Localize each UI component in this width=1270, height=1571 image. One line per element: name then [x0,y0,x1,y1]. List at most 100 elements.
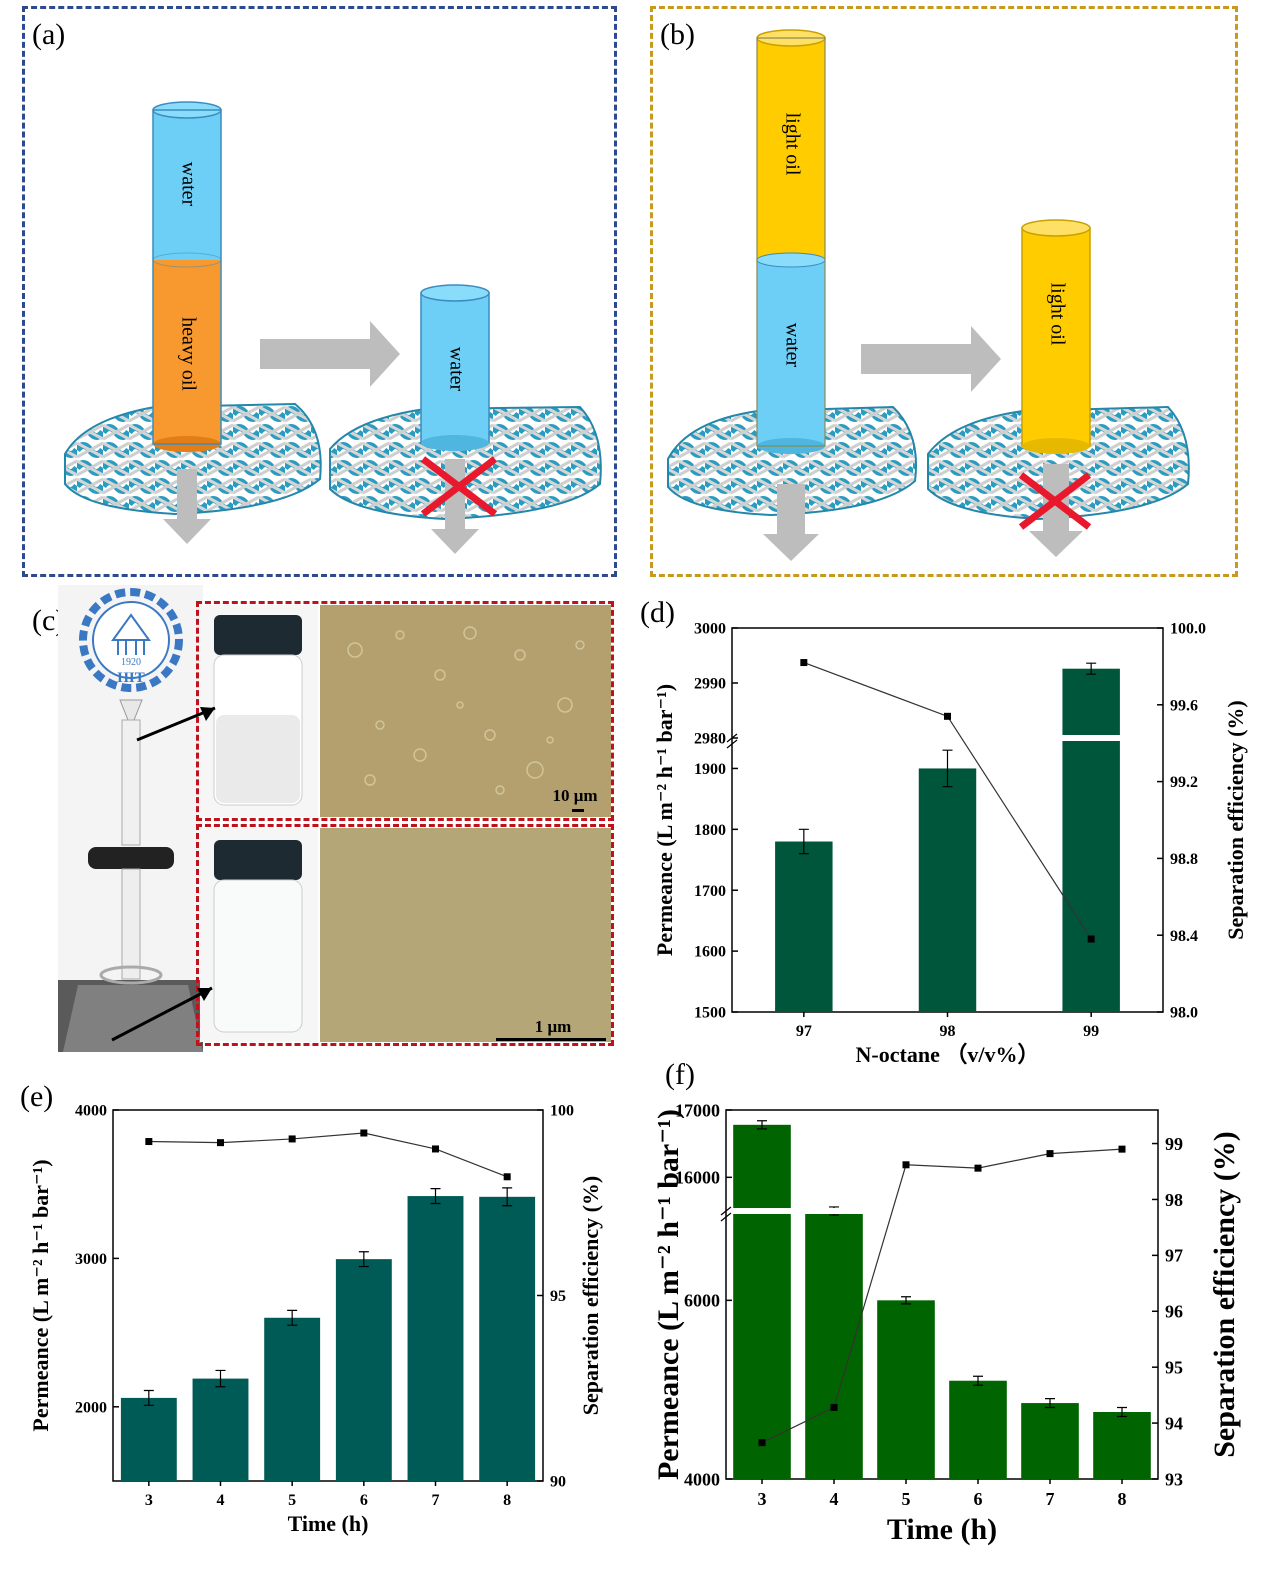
bar-3 [120,1397,177,1481]
efficiency-point-5 [902,1161,910,1169]
efficiency-point-8 [1118,1145,1126,1153]
y-axis-label: Permeance (L m⁻² h⁻¹ bar⁻¹) [652,1109,685,1480]
xtick-label-3: 3 [145,1492,153,1509]
error-bar-3 [143,1389,154,1406]
ytick-label-1500: 1500 [694,1005,726,1022]
ytick-right-label-98.4: 98.4 [1170,928,1198,945]
ytick-right-label-93: 93 [1165,1469,1183,1489]
ytick-right-label-94: 94 [1165,1413,1183,1433]
chart-d: 1500160017001800190029802990300098.098.4… [652,621,1248,1067]
error-bar-3 [757,1120,767,1130]
label-water-b: water [781,323,803,368]
xtick-label-8: 8 [503,1492,511,1509]
mesh-right-a [329,405,602,521]
efficiency-point-6 [360,1129,368,1137]
ytick-label-2000: 2000 [75,1399,107,1416]
ytick-label-3000: 3000 [75,1251,107,1268]
bar-6 [949,1380,1007,1479]
ytick-label-2990: 2990 [694,676,726,693]
xtick-label-6: 6 [974,1489,983,1509]
ytick-right-label-90: 90 [550,1474,566,1491]
panel-b-frame [650,6,1238,577]
cross-b [1018,472,1092,530]
bar-4 [192,1378,249,1481]
error-bar-5 [287,1309,298,1326]
ytick-right-label-95: 95 [550,1288,566,1305]
ytick-right-label-100: 100 [550,1103,574,1120]
xtick-label-5: 5 [288,1492,296,1509]
xtick-label-3: 3 [758,1489,767,1509]
ytick-right-label-95: 95 [1165,1357,1183,1377]
arrow-right-a [260,321,400,387]
xtick-label-98: 98 [940,1023,956,1040]
ytick-label-17000: 17000 [675,1100,720,1120]
efficiency-point-7 [432,1145,439,1153]
bar-6 [335,1259,392,1481]
micrograph-emulsion: 10 μm [320,605,611,817]
xtick-label-99: 99 [1083,1023,1099,1040]
bar-5 [264,1317,321,1481]
axis-break-band [733,735,1162,741]
scale-label-top: 10 μm [552,786,597,805]
y-axis-label: Permeance (L m⁻² h⁻¹ bar⁻¹) [28,1159,53,1431]
efficiency-point-7 [1046,1150,1054,1158]
x-axis-label: Time (h) [887,1513,997,1546]
ytick-right-label-98.8: 98.8 [1170,851,1198,868]
cyl-light-oil-short [1021,227,1091,447]
xtick-label-5: 5 [902,1489,911,1509]
panel-b-label: (b) [660,18,695,51]
scale-label-bottom: 1 μm [535,1017,572,1036]
efficiency-line [148,1132,508,1178]
panel-d-label: (d) [640,596,675,629]
bar-4 [805,1211,863,1479]
ytick-label-1600: 1600 [694,944,726,961]
micrograph-filtrate: 1 μm [320,828,611,1042]
vial-emulsion [200,605,318,817]
bar-99 [1062,668,1120,1012]
efficiency-line [761,1148,1123,1444]
bar-7 [407,1196,464,1481]
scale-bar-bottom [496,1038,606,1041]
efficiency-point-6 [974,1164,982,1172]
efficiency-point-4 [830,1403,838,1411]
error-bar-5 [901,1296,911,1305]
error-bar-8 [1117,1406,1127,1418]
error-bar-97 [798,828,809,855]
ytick-right-label-100.0: 100.0 [1170,621,1206,638]
error-bar-4 [215,1369,226,1388]
bar-98 [918,768,977,1012]
cyl-water-top [153,110,221,260]
cyl-light-oil-top [757,38,825,260]
label-heavy-oil: heavy oil [177,317,199,391]
pointer-arrows [111,706,216,1042]
axis-break-mark [720,1206,732,1222]
ytick-right-label-98: 98 [1165,1190,1183,1210]
ytick-label-4000: 4000 [684,1469,720,1489]
panel-b-illustration: light oil water light oil [667,29,1190,561]
arrow-down-block-a [431,459,479,554]
label-water-a: water [177,162,199,207]
y-axis-label-right: Separation efficiency (%) [578,1176,603,1416]
efficiency-point-8 [503,1173,511,1181]
arrow-down-pass-b [763,484,819,561]
panel-f-label: (f) [665,1058,695,1091]
logo-year: 1920 [121,657,141,668]
bar-8 [479,1196,536,1481]
efficiency-point-5 [288,1135,296,1143]
ytick-label-2980: 2980 [694,731,726,748]
ytick-right-label-96: 96 [1165,1302,1183,1322]
ytick-right-label-97: 97 [1165,1246,1183,1266]
panel-a-frame [22,6,617,577]
xtick-label-7: 7 [432,1492,440,1509]
ytick-right-label-99: 99 [1165,1134,1183,1154]
vial-filtrate [200,828,318,1042]
label-water-short-a: water [445,347,467,392]
ytick-label-4000: 4000 [75,1103,107,1120]
scale-bar-top [572,809,584,812]
ytick-label-3000: 3000 [694,621,726,638]
arrow-down-block-b [1029,464,1083,557]
y-axis-label: Permeance (L m⁻² h⁻¹ bar⁻¹) [652,684,677,956]
xtick-label-7: 7 [1046,1489,1055,1509]
